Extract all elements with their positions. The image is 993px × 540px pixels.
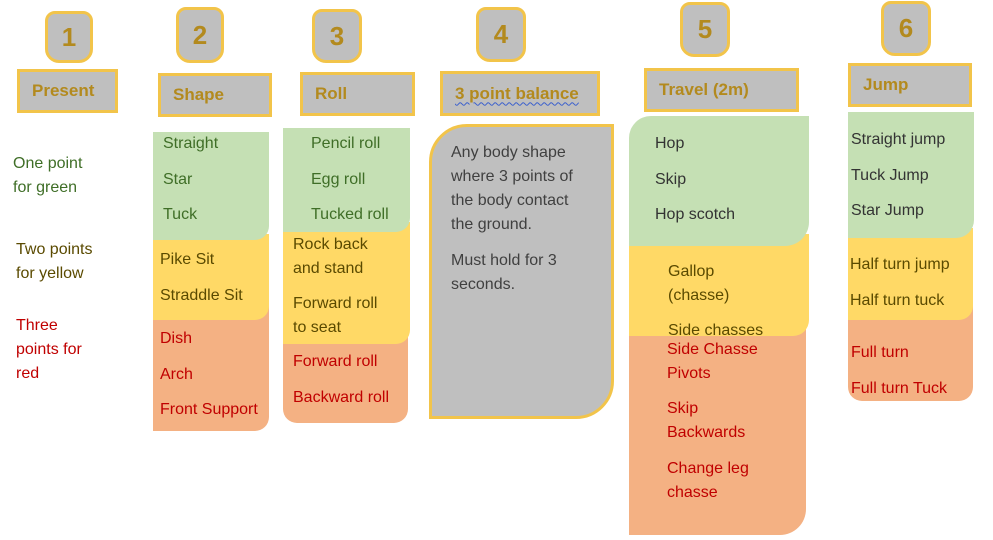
list-item: Straight jump [851,131,946,148]
roll-green-panel [283,128,410,232]
shape-yellow-panel [153,234,269,320]
column-1-header: Present [17,69,118,113]
column-1-number: 1 [45,11,93,63]
shape-green-panel [153,132,269,240]
jump-yellow-panel [848,228,973,320]
list-item: Tuck Jump [851,167,929,184]
list-item: Straight [163,135,219,152]
column-5-header: Travel (2m) [644,68,799,112]
list-item: Half turn tuck [850,292,945,309]
list-item: Front Support [160,401,258,418]
list-item: Star [163,171,193,188]
travel-yellow-panel [629,234,809,336]
list-item: Egg roll [311,171,366,188]
list-item: Star Jump [851,202,924,219]
travel-red-panel [629,320,806,535]
jump-green-panel [848,112,974,238]
roll-yellow-panel [283,222,410,344]
column-2-number: 2 [176,7,224,63]
balance-description-panel [429,124,614,419]
list-item: Tuck [163,206,198,223]
list-item: Side chasses [668,322,764,339]
list-item: Hop [655,135,685,152]
column-4-header: 3 point balance [440,71,600,116]
list-item: Gallop(chasse) [668,263,730,304]
list-item: Pencil roll [311,135,381,152]
list-item: Half turn jump [850,256,950,273]
column-2-header: Shape [158,73,272,117]
column-6-header: Jump [848,63,972,107]
column-4-number: 4 [476,7,526,62]
column-3-number: 3 [312,9,362,63]
roll-red-panel [283,330,408,423]
list-item: Backward roll [293,389,390,406]
column-6-number: 6 [881,1,931,56]
list-item: Straddle Sit [160,287,243,304]
shape-red-panel [153,305,269,431]
list-item: Full turn [851,344,909,361]
column-5-number: 5 [680,2,730,57]
list-item: Full turn Tuck [851,380,948,397]
list-item: Forward roll [293,353,378,370]
list-item: Dish [160,330,193,347]
list-item: Hop scotch [655,206,736,223]
column-3-header: Roll [300,72,415,116]
list-item: Tucked roll [311,206,389,223]
list-item: Pike Sit [160,251,215,268]
list-item: Arch [160,366,193,383]
travel-green-panel [629,116,809,246]
balance-description: Any body shape where 3 points of the bod… [451,144,573,293]
list-item: Skip [655,171,687,188]
